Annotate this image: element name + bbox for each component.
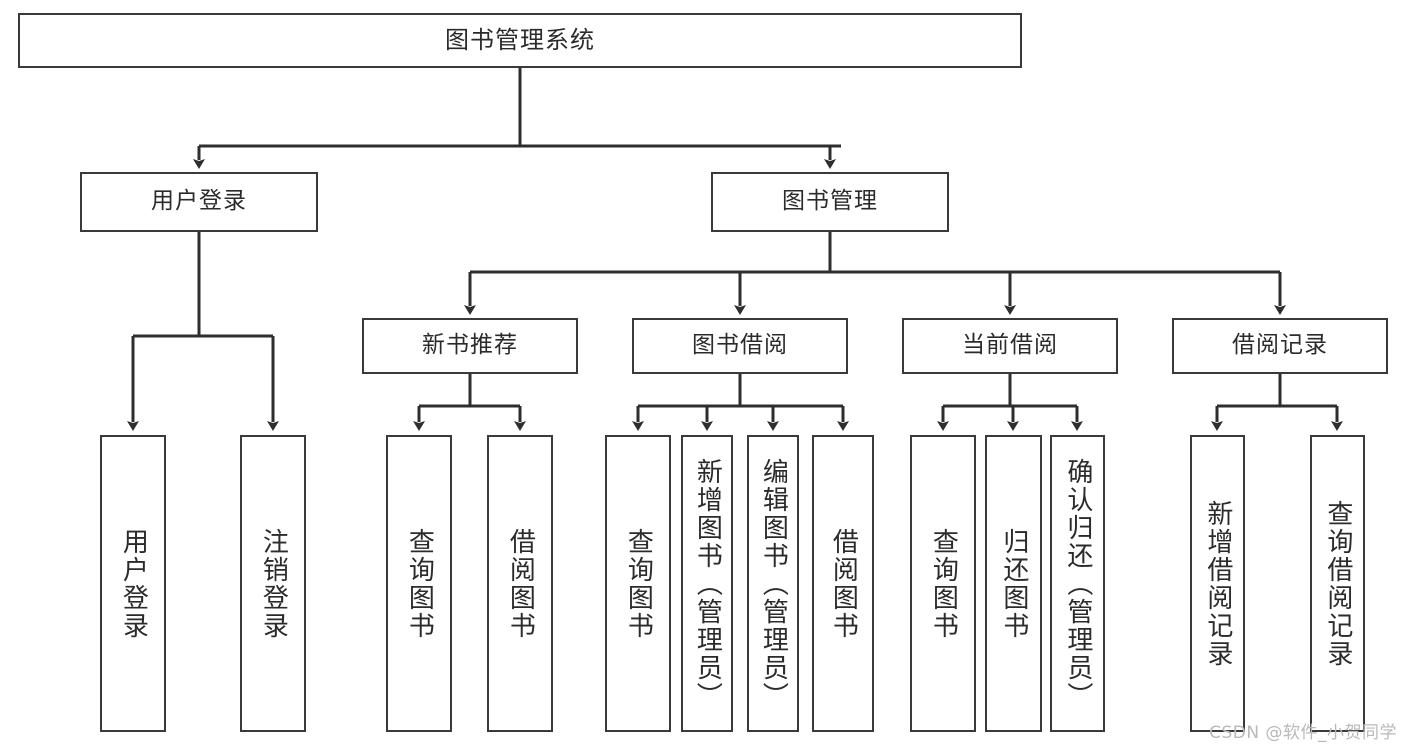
node-label: 借阅图书 [828,527,859,640]
node-label: 注销登录 [258,527,289,640]
leaf-query-books-recommend[interactable]: 查询图书 [386,435,452,732]
node-current-borrowing[interactable]: 当前借阅 [902,318,1118,374]
node-borrow-records[interactable]: 借阅记录 [1172,318,1388,374]
node-book-management[interactable]: 图书管理 [711,172,949,232]
leaf-confirm-return-admin[interactable]: 确认归还（管理员） [1050,435,1105,732]
node-label: 新增借阅记录 [1202,499,1233,668]
node-label: 新书推荐 [422,332,518,359]
node-label: 查询借阅记录 [1322,499,1353,668]
csdn-watermark: CSDN @软件_小贺同学 [1209,723,1397,743]
node-label: 查询图书 [404,527,435,640]
node-book-management-system[interactable]: 图书管理系统 [18,13,1022,68]
node-label: 当前借阅 [962,332,1058,359]
node-label: 图书管理系统 [445,26,595,55]
node-label: 借阅图书 [505,527,536,640]
node-label: 查询图书 [623,527,654,640]
leaf-borrow-books[interactable]: 借阅图书 [812,435,874,732]
leaf-edit-book-admin[interactable]: 编辑图书（管理员） [747,435,799,732]
node-new-book-recommendation[interactable]: 新书推荐 [362,318,578,374]
leaf-query-books-current[interactable]: 查询图书 [910,435,976,732]
node-user-login[interactable]: 用户登录 [80,172,318,232]
node-label: 用户登录 [151,188,247,215]
node-label: 归还图书 [998,527,1029,640]
node-label: 借阅记录 [1232,332,1328,359]
leaf-return-books[interactable]: 归还图书 [985,435,1042,732]
leaf-user-login[interactable]: 用户登录 [100,435,166,732]
node-label: 图书借阅 [692,332,788,359]
leaf-borrow-books-recommend[interactable]: 借阅图书 [487,435,553,732]
node-label: 图书管理 [782,188,878,215]
node-label: 确认归还（管理员） [1062,457,1093,710]
leaf-logout[interactable]: 注销登录 [240,435,306,732]
node-label: 用户登录 [118,527,149,640]
leaf-query-borrow-record[interactable]: 查询借阅记录 [1310,435,1365,732]
node-label: 查询图书 [928,527,959,640]
leaf-add-book-admin[interactable]: 新增图书（管理员） [681,435,733,732]
node-book-borrowing[interactable]: 图书借阅 [632,318,848,374]
node-label: 新增图书（管理员） [692,457,723,710]
leaf-query-books-borrowing[interactable]: 查询图书 [605,435,671,732]
leaf-add-borrow-record[interactable]: 新增借阅记录 [1190,435,1245,732]
node-label: 编辑图书（管理员） [758,457,789,710]
